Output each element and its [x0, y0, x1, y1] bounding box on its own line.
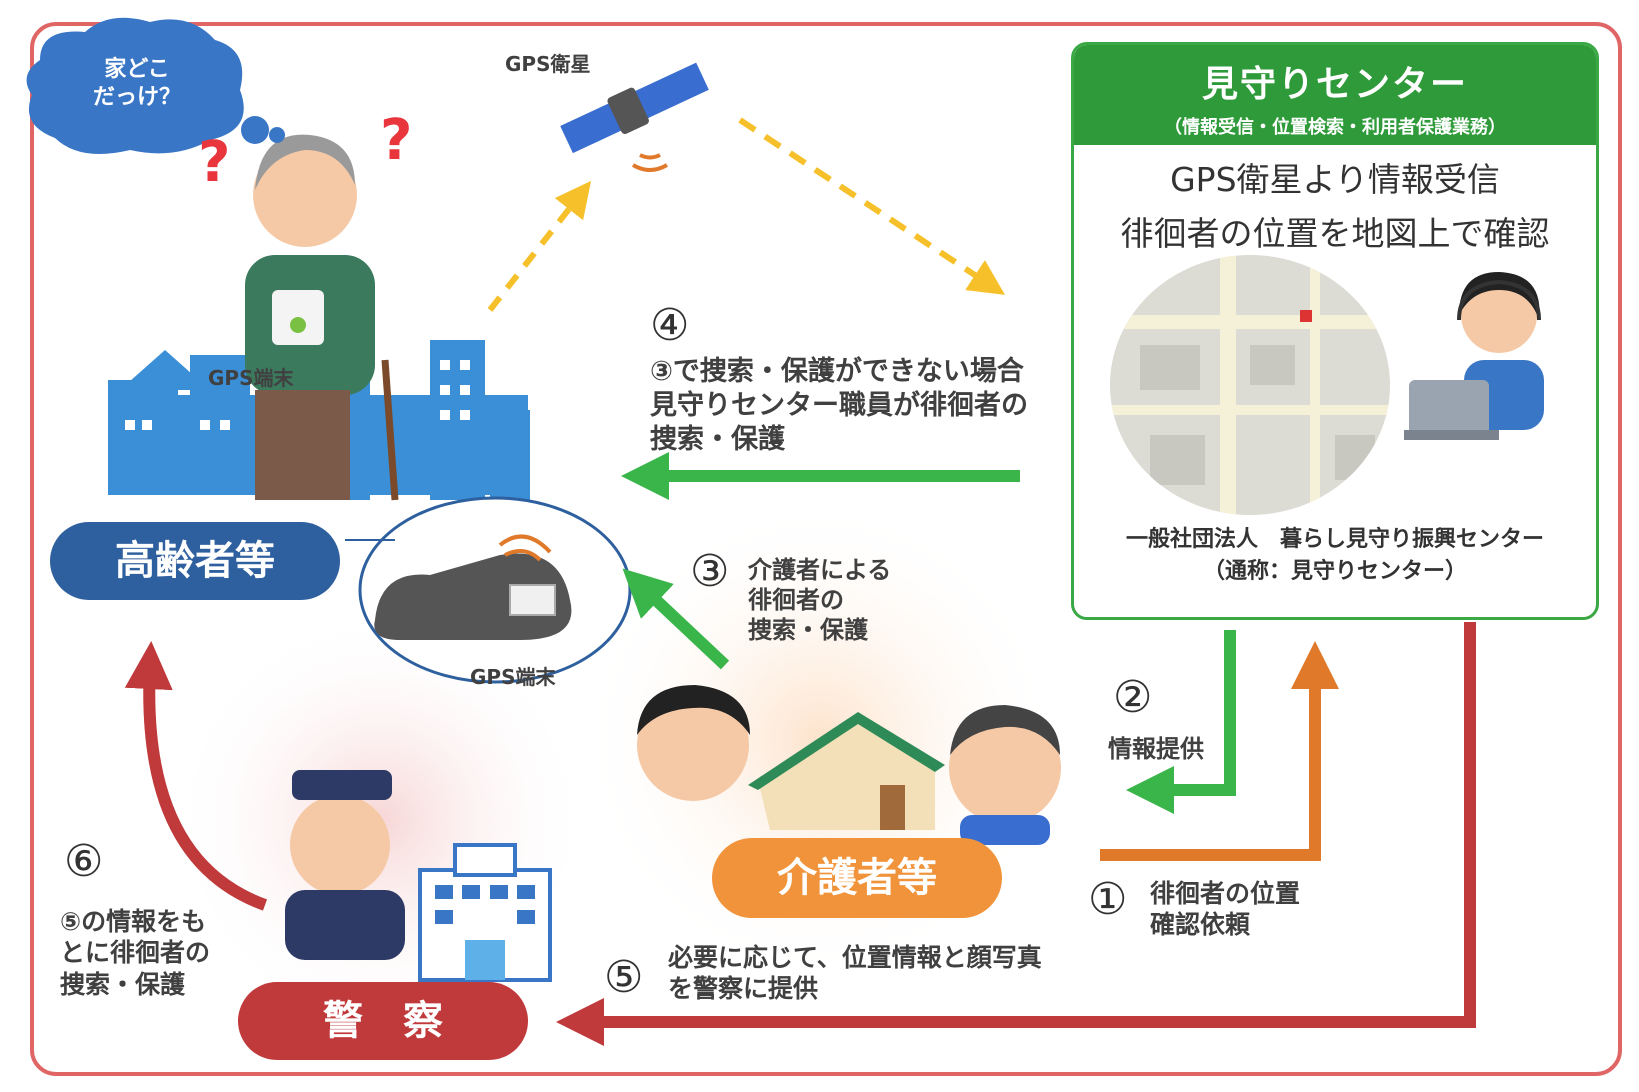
arrow-step5	[556, 622, 1476, 1046]
step2-number: ②	[1113, 672, 1153, 723]
monitoring-center-org: 一般社団法人 暮らし見守り振興センター	[1125, 527, 1544, 552]
step6-text: ⑤の情報をも とに徘徊者の 捜索・保護	[60, 907, 211, 999]
police-station	[418, 843, 552, 982]
step5-text: 必要に応じて、位置情報と顔写真 を警察に提供	[668, 943, 1042, 1004]
arrow-step6	[124, 641, 268, 911]
monitoring-center-line1: GPS衛星より情報受信	[1170, 160, 1500, 199]
arrow-step3	[622, 568, 730, 670]
monitoring-center-panel: 見守りセンター （情報受信・位置検索・利用者保護業務） GPS衛星より情報受信 …	[1071, 42, 1599, 620]
question-mark-icon: ?	[198, 130, 231, 195]
city-windows	[125, 360, 470, 430]
elderly-pill: 高齢者等	[50, 522, 340, 600]
step3-text: 介護者による 徘徊者の 捜索・保護	[748, 556, 892, 644]
operator-icon	[1404, 272, 1544, 440]
map-image	[1110, 255, 1390, 515]
elderly-person	[245, 134, 399, 501]
monitoring-center-line2: 徘徊者の位置を地図上で確認	[1120, 214, 1550, 253]
monitoring-center-header: 見守りセンター （情報受信・位置検索・利用者保護業務）	[1074, 45, 1596, 145]
monitoring-center-org-alias: （通称：見守りセンター）	[1202, 559, 1467, 584]
caregivers-house	[637, 685, 1061, 845]
satellite-shape	[560, 62, 709, 154]
question-mark-icon: ?	[380, 108, 413, 173]
arrow-step2	[1126, 630, 1236, 814]
arrow-step1	[1100, 641, 1339, 861]
signal-arrow-up	[487, 180, 592, 312]
satellite-label: GPS衛星	[505, 52, 591, 76]
step2-text: 情報提供	[1108, 735, 1204, 763]
police-pill: 警 察	[238, 982, 528, 1060]
step6-number: ⑥	[64, 836, 104, 887]
elderly-device-label: GPS端末	[208, 366, 294, 390]
step4-number: ④	[650, 300, 690, 351]
monitoring-center-title: 見守りセンター	[1201, 64, 1468, 105]
police-officer	[285, 770, 405, 960]
caregiver-pill: 介護者等	[712, 838, 1002, 918]
shoe-device-label: GPS端末	[470, 665, 556, 689]
step4-text: ③で捜索・保護ができない場合 見守りセンター職員が徘徊者の 捜索・保護	[650, 356, 1028, 455]
location-pin-icon	[1300, 310, 1312, 322]
diagram-frame	[30, 22, 1622, 1076]
thought-bubble-text: 家どこ だっけ？	[92, 57, 181, 110]
thought-bubble-shape	[26, 17, 244, 154]
step1-number: ①	[1088, 874, 1128, 925]
monitoring-center-subtitle: （情報受信・位置検索・利用者保護業務）	[1164, 117, 1506, 138]
step1-text: 徘徊者の位置 確認依頼	[1150, 879, 1301, 940]
step3-number: ③	[690, 546, 730, 597]
step5-number: ⑤	[604, 952, 644, 1003]
signal-arrow-down	[738, 117, 1006, 295]
